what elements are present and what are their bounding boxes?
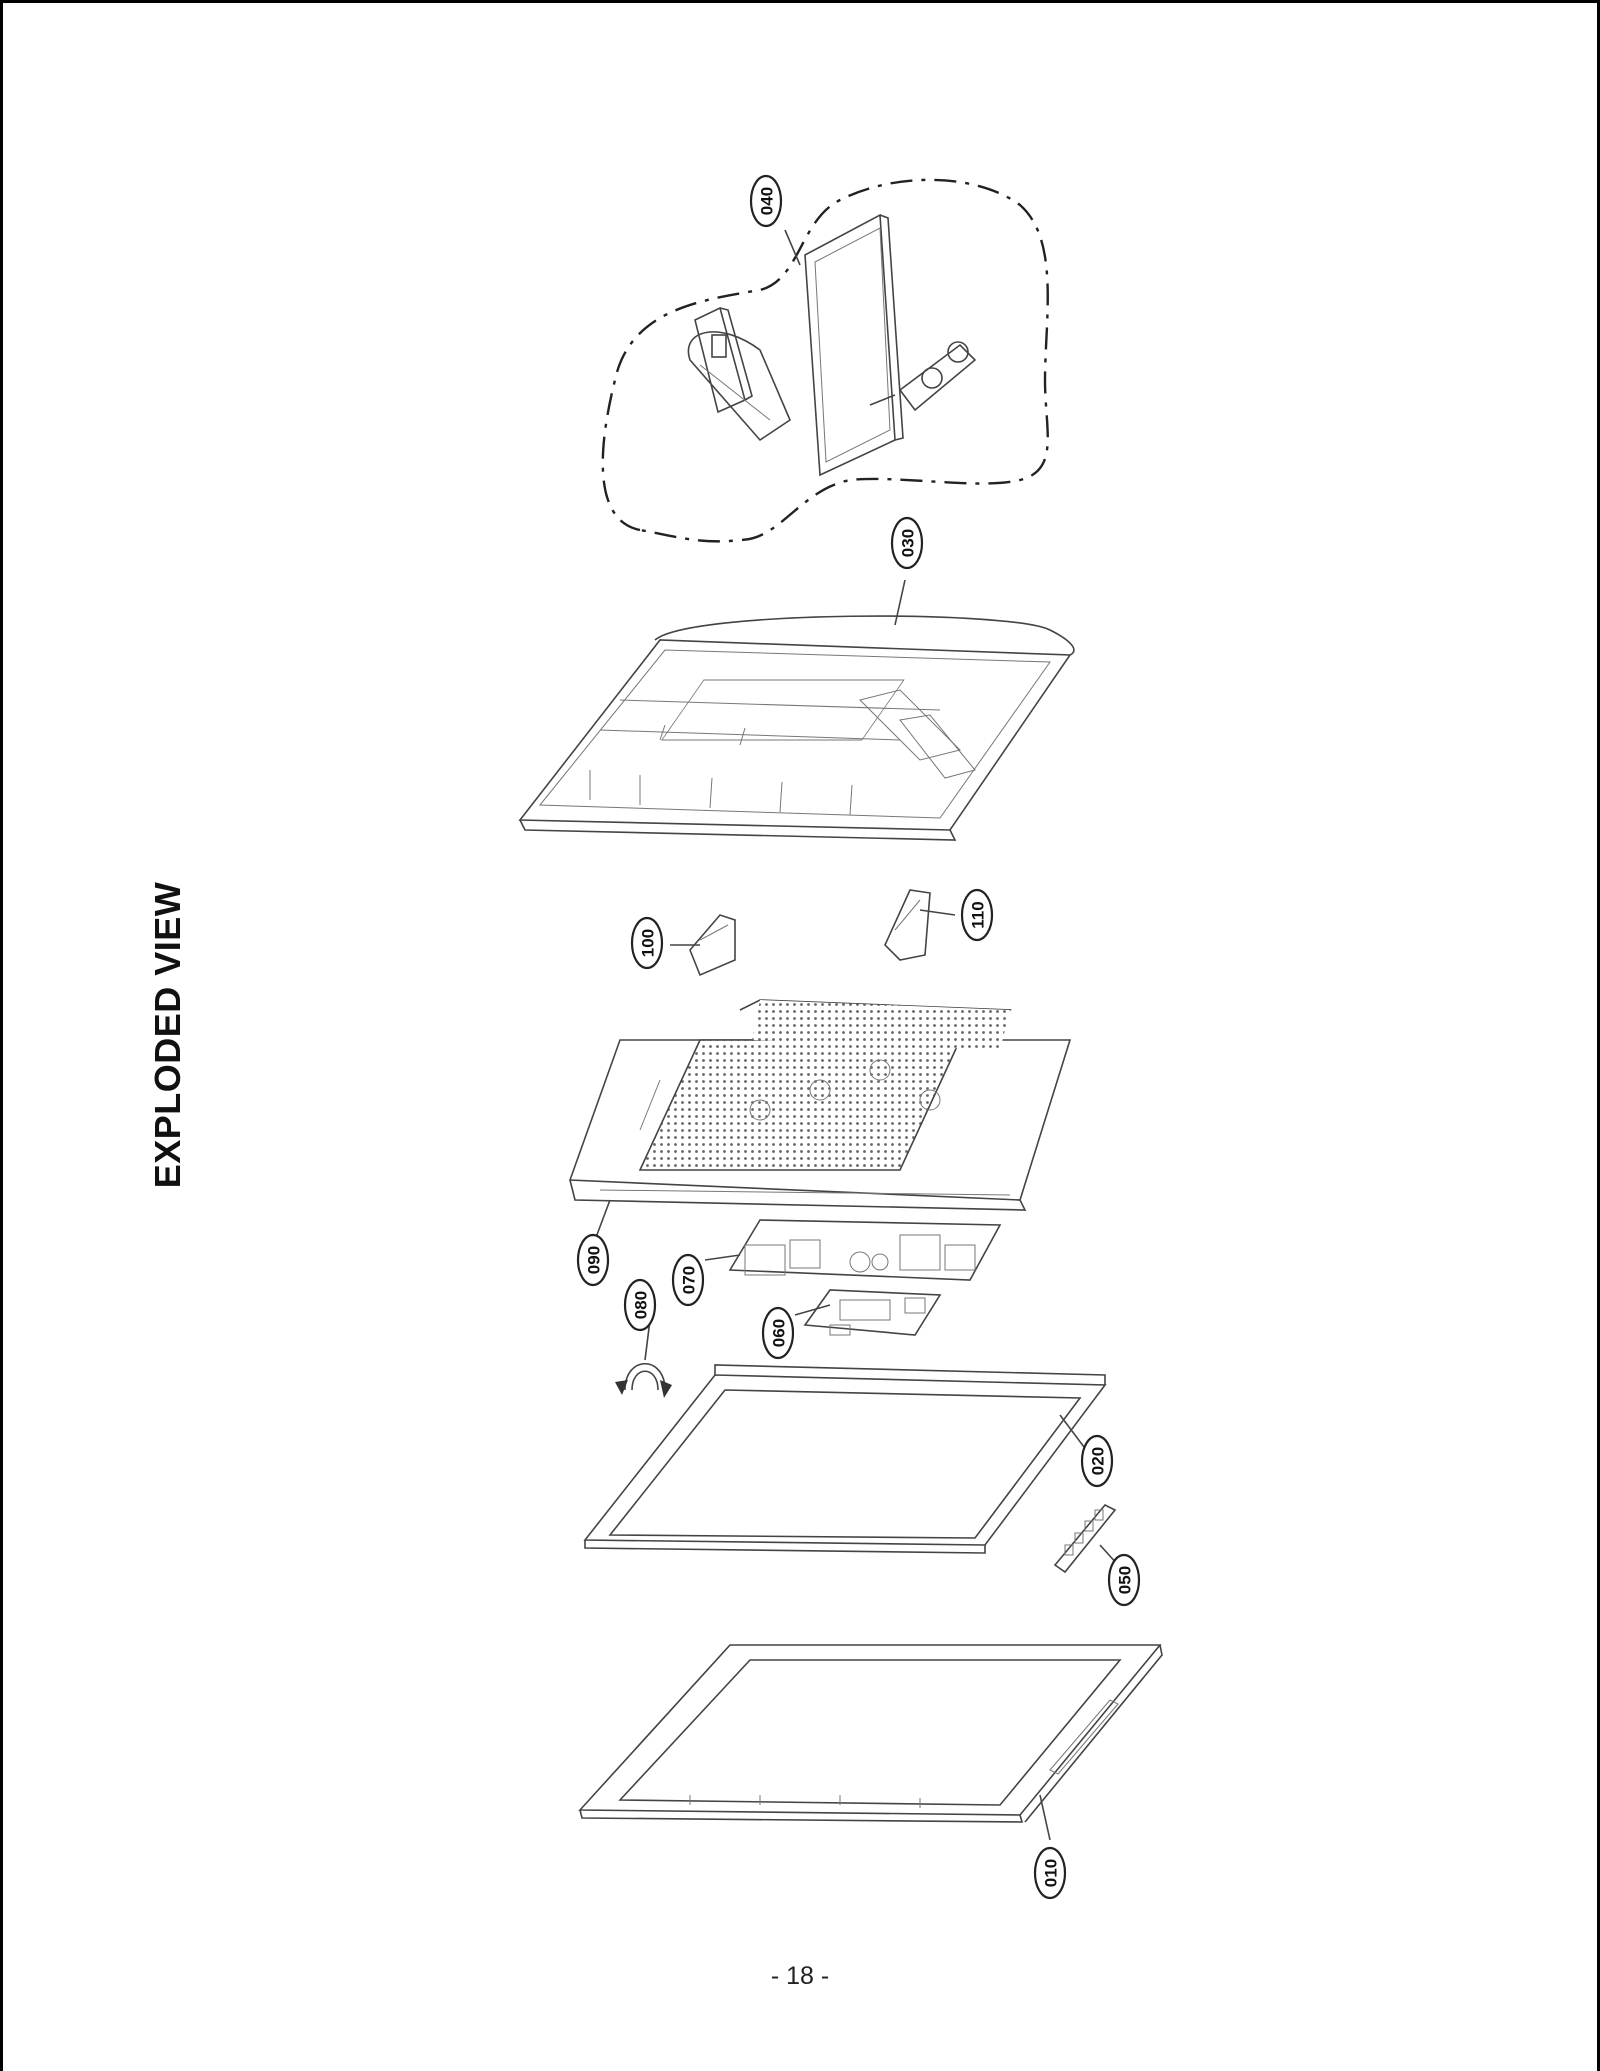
main-board bbox=[728, 1219, 1002, 1281]
main-frame bbox=[568, 999, 1072, 1211]
leader-lines bbox=[594, 229, 1119, 1841]
callout-060: 060 bbox=[761, 1306, 795, 1360]
page-number: - 18 - bbox=[770, 1962, 830, 1990]
callout-050-label: 050 bbox=[1116, 1566, 1135, 1594]
back-cover bbox=[518, 615, 1075, 841]
cable bbox=[615, 1363, 672, 1398]
lcd-panel bbox=[583, 1364, 1107, 1554]
callout-090: 090 bbox=[576, 1233, 610, 1287]
callout-100-label: 100 bbox=[639, 929, 658, 957]
callout-080: 080 bbox=[623, 1278, 657, 1332]
bracket-left bbox=[689, 914, 736, 977]
callout-010: 010 bbox=[1033, 1846, 1067, 1900]
interface-board bbox=[803, 1289, 942, 1336]
stand-assembly bbox=[601, 178, 1049, 543]
callout-080-label: 080 bbox=[632, 1291, 651, 1319]
callout-110-label: 110 bbox=[969, 901, 988, 928]
callout-040-label: 040 bbox=[758, 187, 777, 215]
callout-020: 020 bbox=[1080, 1434, 1114, 1488]
callout-070: 070 bbox=[671, 1253, 705, 1307]
bracket-right bbox=[884, 889, 931, 961]
front-bezel bbox=[578, 1644, 1163, 1823]
callout-030: 030 bbox=[890, 516, 924, 570]
callout-060-label: 060 bbox=[770, 1319, 789, 1347]
control-board bbox=[1053, 1504, 1117, 1574]
callout-020-label: 020 bbox=[1089, 1447, 1108, 1475]
callout-100: 100 bbox=[630, 916, 664, 970]
callout-070-label: 070 bbox=[680, 1266, 699, 1294]
callout-050: 050 bbox=[1107, 1553, 1141, 1607]
callout-030-label: 030 bbox=[899, 529, 918, 557]
callout-040: 040 bbox=[749, 174, 783, 228]
callout-010-label: 010 bbox=[1042, 1859, 1061, 1887]
callout-110: 110 bbox=[960, 888, 994, 942]
callout-090-label: 090 bbox=[585, 1246, 604, 1274]
